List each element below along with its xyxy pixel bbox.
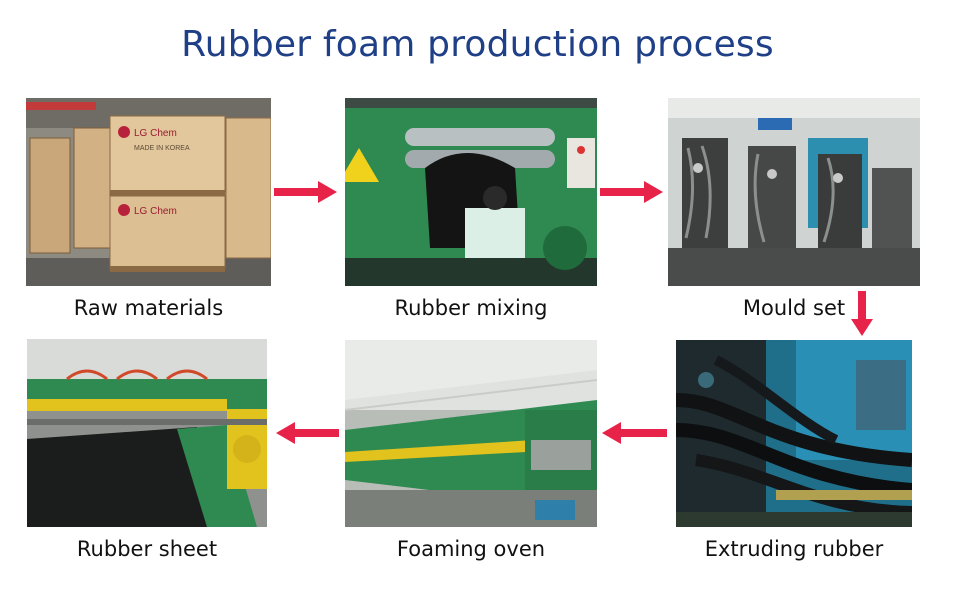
rubber-sheet-photo bbox=[27, 339, 267, 527]
box-origin-text: MADE IN KOREA bbox=[134, 145, 190, 152]
raw-materials-photo: LG Chem MADE IN KOREA LG Chem bbox=[26, 98, 271, 286]
rubber-mixing-photo bbox=[345, 98, 597, 286]
arrow-down-icon bbox=[849, 291, 875, 337]
page-title: Rubber foam production process bbox=[181, 24, 774, 65]
step-label-extruding-rubber: Extruding rubber bbox=[704, 537, 884, 561]
box-brand-text-lower: LG Chem bbox=[134, 206, 177, 217]
step-label-rubber-mixing: Rubber mixing bbox=[394, 296, 548, 320]
arrow-left-icon bbox=[601, 420, 667, 446]
extruding-rubber-photo bbox=[676, 340, 912, 527]
arrow-right-icon bbox=[600, 179, 664, 205]
arrow-right-icon bbox=[274, 179, 338, 205]
step-label-raw-materials: Raw materials bbox=[73, 296, 224, 320]
foaming-oven-photo bbox=[345, 340, 597, 527]
mould-set-photo bbox=[668, 98, 920, 286]
arrow-left-icon bbox=[275, 420, 339, 446]
step-label-mould-set: Mould set bbox=[742, 296, 846, 320]
box-brand-text: LG Chem bbox=[134, 128, 177, 139]
step-label-foaming-oven: Foaming oven bbox=[396, 537, 546, 561]
step-label-rubber-sheet: Rubber sheet bbox=[76, 537, 218, 561]
